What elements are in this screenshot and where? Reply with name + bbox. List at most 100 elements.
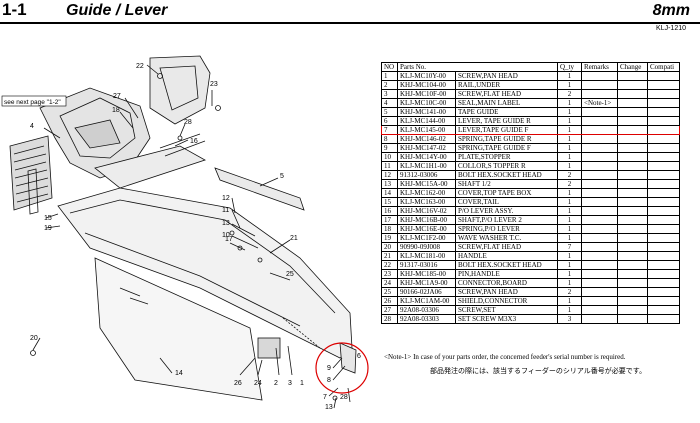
row-part-no: KLJ-MC144-00 [397,116,456,126]
row-compati [647,134,680,144]
row-qty: 1 [557,116,582,126]
row-change [617,314,648,324]
row-qty: 1 [557,197,582,207]
doc-code: KLJ-1210 [656,25,686,32]
callout-15: 15 [44,215,52,222]
row-no: 20 [381,242,398,252]
row-part-name: SET SCREW M3X3 [455,314,558,324]
col-change: Change [617,62,648,72]
row-no: 12 [381,170,398,180]
row-part-no: KLJ-MC10Y-00 [397,71,456,81]
row-change [617,206,648,216]
row-compati [647,287,680,297]
row-no: 8 [381,134,398,144]
row-part-name: COVER,TAIL [455,197,558,207]
row-compati [647,152,680,162]
row-compati [647,107,680,117]
row-change [617,89,648,99]
row-part-no: KLJ-MC10C-00 [397,98,456,108]
row-qty: 2 [557,89,582,99]
callout-13b: 13 [325,404,333,411]
row-qty: 1 [557,251,582,261]
page-title: Guide / Lever [66,2,168,19]
row-qty: 7 [557,242,582,252]
row-no: 15 [381,197,398,207]
row-remarks: <Note-1> [581,98,618,108]
row-part-name: SHAFT 1/2 [455,179,558,189]
see-next-page-label: see next page "1-2" [4,99,61,106]
row-change [617,260,648,270]
callout-9: 9 [327,365,331,372]
row-part-name: SCREW,FLAT HEAD [455,242,558,252]
col-remarks: Remarks [581,62,618,72]
row-part-no: 92A08-03306 [397,305,456,315]
row-part-no: KHJ-MC147-02 [397,143,456,153]
row-qty: 1 [557,233,582,243]
row-part-name: LEVER,TAPE GUIDE F [455,125,558,135]
row-compati [647,179,680,189]
row-remarks [581,278,618,288]
row-change [617,296,648,306]
row-part-name: SPRING,TAPE GUIDE R [455,134,558,144]
row-no: 4 [381,98,398,108]
row-part-no: KHJ-MC1A9-00 [397,278,456,288]
callout-22: 22 [136,63,144,70]
row-part-no: KHJ-MC10F-00 [397,89,456,99]
row-qty: 3 [557,314,582,324]
row-part-no: KLJ-MC1F2-00 [397,233,456,243]
row-part-no: KHJ-MC16E-00 [397,224,456,234]
row-change [617,125,648,135]
row-part-name: SHAFT,P/O LEVER 2 [455,215,558,225]
row-no: 24 [381,278,398,288]
row-no: 3 [381,89,398,99]
row-remarks [581,242,618,252]
row-change [617,269,648,279]
callout-19: 19 [44,225,52,232]
row-change [617,80,648,90]
row-part-name: P/O LEVER ASSY. [455,206,558,216]
col-no: NO [381,62,398,72]
row-qty: 1 [557,98,582,108]
row-change [617,98,648,108]
row-compati [647,233,680,243]
row-part-name: PIN,HANDLE [455,269,558,279]
row-remarks [581,251,618,261]
row-qty: 1 [557,152,582,162]
callout-11: 11 [222,207,229,214]
col-qty: Q_ty [557,62,582,72]
row-compati [647,260,680,270]
callout-16: 16 [190,138,198,145]
row-remarks [581,143,618,153]
row-change [617,179,648,189]
row-part-name: HANDLE [455,251,558,261]
row-part-no: KHJ-MC15A-00 [397,179,456,189]
row-remarks [581,116,618,126]
row-remarks [581,305,618,315]
row-compati [647,197,680,207]
row-remarks [581,314,618,324]
row-part-no: 91317-03016 [397,260,456,270]
row-part-name: SCREW,PAN HEAD [455,287,558,297]
callout-2: 2 [274,380,278,387]
row-compati [647,116,680,126]
row-change [617,242,648,252]
row-qty: 1 [557,215,582,225]
feeder-size: 8mm [652,2,690,19]
row-remarks [581,188,618,198]
row-part-no: KHJ-MC16B-00 [397,215,456,225]
callout-1: 1 [300,380,304,387]
row-qty: 1 [557,260,582,270]
row-compati [647,143,680,153]
row-part-name: SCREW,SET [455,305,558,315]
